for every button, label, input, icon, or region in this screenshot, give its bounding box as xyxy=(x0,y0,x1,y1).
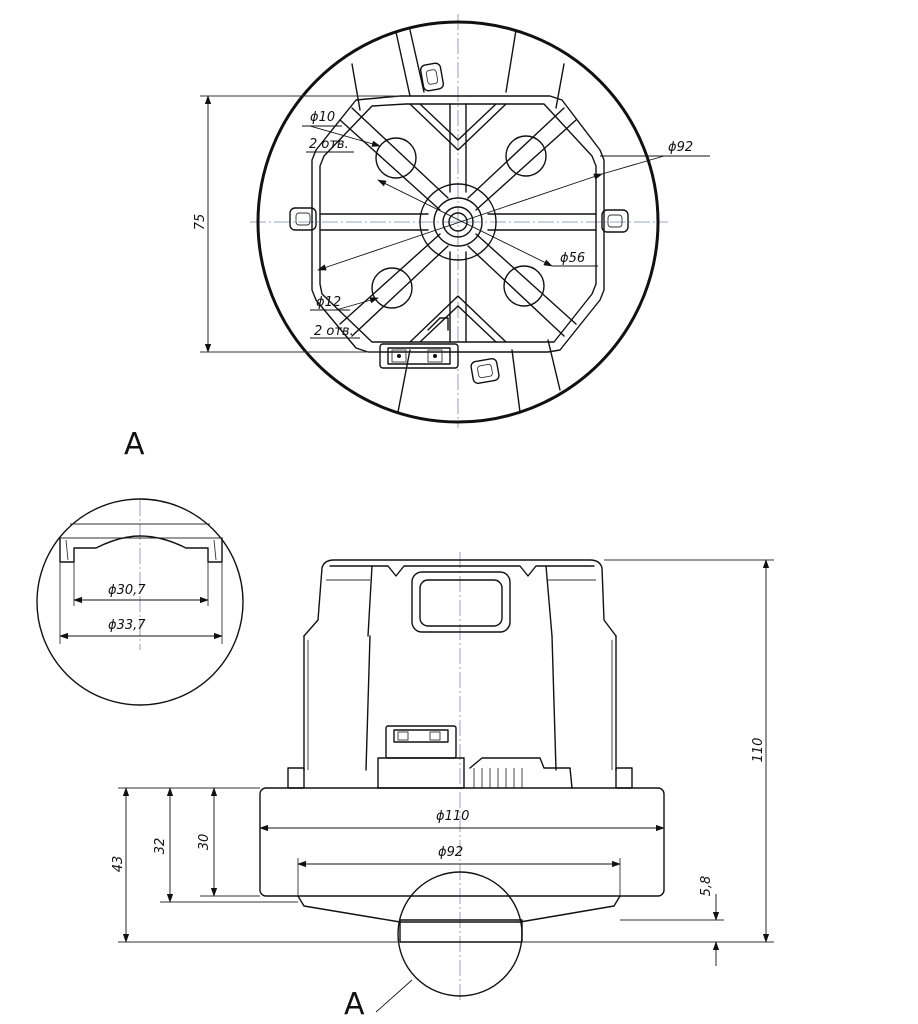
inner-circle-dia-label: ϕ56 xyxy=(560,251,585,266)
top-cap xyxy=(303,559,617,637)
hole-large-count-label: 2 отв. xyxy=(314,324,354,339)
section-label: A xyxy=(344,987,365,1022)
total-height-label: 110 xyxy=(751,738,766,763)
clip-top xyxy=(419,62,445,92)
terminal-block xyxy=(379,317,459,369)
dim-32-label: 32 xyxy=(153,838,168,855)
flange-dia-label: ϕ92 xyxy=(438,845,463,860)
motor-body xyxy=(303,635,617,771)
hole-small-dia-label: ϕ10 xyxy=(310,110,335,125)
dim-43-label: 43 xyxy=(111,856,126,873)
detail-marker-circle xyxy=(397,871,523,997)
housing-body xyxy=(311,95,605,353)
clip-left xyxy=(289,207,317,231)
dim-5-8-label: 5,8 xyxy=(699,876,714,897)
clip-bottom xyxy=(470,358,500,384)
motor-base xyxy=(259,787,665,897)
bottom-spigot xyxy=(399,919,523,943)
bolt-circle-dia-label: ϕ92 xyxy=(668,140,693,155)
motor-outer-circle xyxy=(256,20,660,424)
hole-large-dia-label: ϕ12 xyxy=(316,295,341,310)
clip-right xyxy=(601,209,629,233)
detail-inner-dia-label: ϕ30,7 xyxy=(108,583,146,598)
side-terminal xyxy=(287,725,633,789)
side-view: A ϕ110 ϕ92 110 43 32 30 5,8 xyxy=(111,552,774,1022)
base-dia-label: ϕ110 xyxy=(436,809,469,824)
top-view: 75 ϕ10 2 отв. ϕ12 2 отв. ϕ92 ϕ56 xyxy=(193,14,710,428)
detail-view-a: A ϕ30,7 ϕ33,7 xyxy=(36,427,244,706)
detail-outer-dia-label: ϕ33,7 xyxy=(108,618,146,633)
dim-30-label: 30 xyxy=(197,834,212,851)
detail-circle xyxy=(36,498,244,706)
hole-bottom-left xyxy=(371,267,413,309)
detail-view-label: A xyxy=(124,427,145,462)
cap-window xyxy=(411,571,511,633)
height-dim-label: 75 xyxy=(193,214,208,231)
motor-flange xyxy=(297,895,621,923)
hole-small-count-label: 2 отв. xyxy=(309,137,349,152)
